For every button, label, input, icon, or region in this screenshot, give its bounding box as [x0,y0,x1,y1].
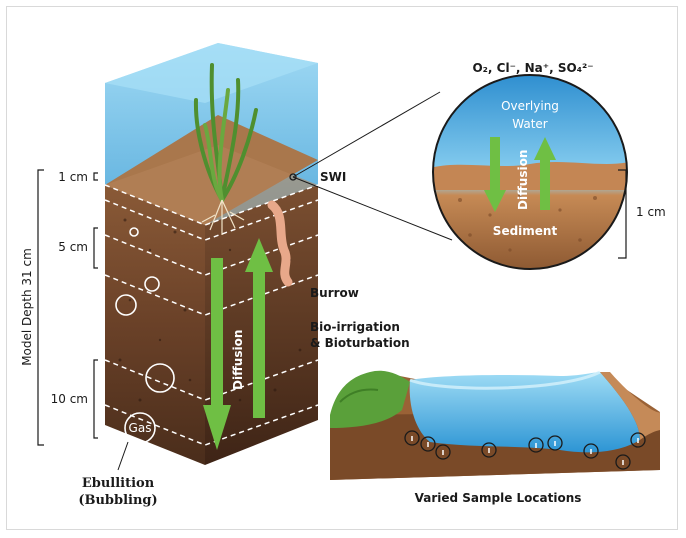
gas-bubble-icon [124,412,156,444]
gas-bubble-icon [144,276,160,292]
pond-water [409,372,640,453]
sample-location-marker-icon [528,437,544,453]
sample-locations-label: Varied Sample Locations [415,491,582,505]
column-diffusion-label: Diffusion [231,330,245,390]
ions-label: O₂, Cl⁻, Na⁺, SO₄²⁻ [472,61,593,75]
sample-location-marker-icon [481,442,497,458]
burrow-label: Burrow [310,286,359,300]
overlying-water-line2: Water [512,117,548,131]
sample-location-marker-icon [630,432,646,448]
sample-location-marker-icon [615,454,631,470]
model-depth-bracket [37,169,44,446]
sample-location-marker-icon [547,435,563,451]
depth-10cm-label: 10 cm [51,392,88,406]
worm-burrow-icon [267,200,293,287]
ebullition-leader [117,441,129,471]
bracket-1cm [93,172,98,181]
gas-bubble-icon [145,363,175,393]
seagrass-plant-icon [193,63,258,202]
overlying-water-line1: Overlying [501,99,559,113]
sample-locations [404,430,646,470]
sample-location-marker-icon [420,436,436,452]
inset-scale-bracket [618,169,627,259]
model-depth-label: Model Depth 31 cm [20,248,34,366]
inset-diffusion-label: Diffusion [516,150,530,210]
ebullition-label-line1: Ebullition [82,476,155,491]
depth-1cm-label: 1 cm [58,170,88,184]
bio-irrigation-label-line2: & Bioturbation [310,336,410,350]
inset-diffusion-arrows [484,137,556,212]
figure-frame [6,6,678,530]
inset-leader-top [292,91,441,178]
grass-bank [330,370,410,428]
inset-scale-label: 1 cm [636,205,666,219]
sample-location-marker-icon [404,430,420,446]
depth-brackets [37,169,98,446]
gas-bubbles [115,227,175,444]
gas-bubble-icon [115,294,137,316]
column-diffusion-arrows [203,238,273,450]
bracket-10cm [93,359,98,439]
gas-label: Gas [129,421,152,435]
sediment-label: Sediment [493,224,558,238]
sample-location-marker-icon [583,443,599,459]
bio-irrigation-label-line1: Bio-irrigation [310,320,400,334]
swi-marker [289,173,297,181]
inset-leader-bottom [292,176,453,241]
ebullition-label-line2: (Bubbling) [78,493,157,508]
gas-bubble-icon [129,227,139,237]
pond-cross-section [330,370,660,480]
column-front-face [105,185,205,465]
sample-location-marker-icon [435,444,451,460]
swi-label: SWI [320,170,346,184]
plant-roots-icon [201,199,245,235]
swi-inset [432,74,628,270]
bracket-5cm [93,227,98,269]
depth-5cm-label: 5 cm [58,240,88,254]
